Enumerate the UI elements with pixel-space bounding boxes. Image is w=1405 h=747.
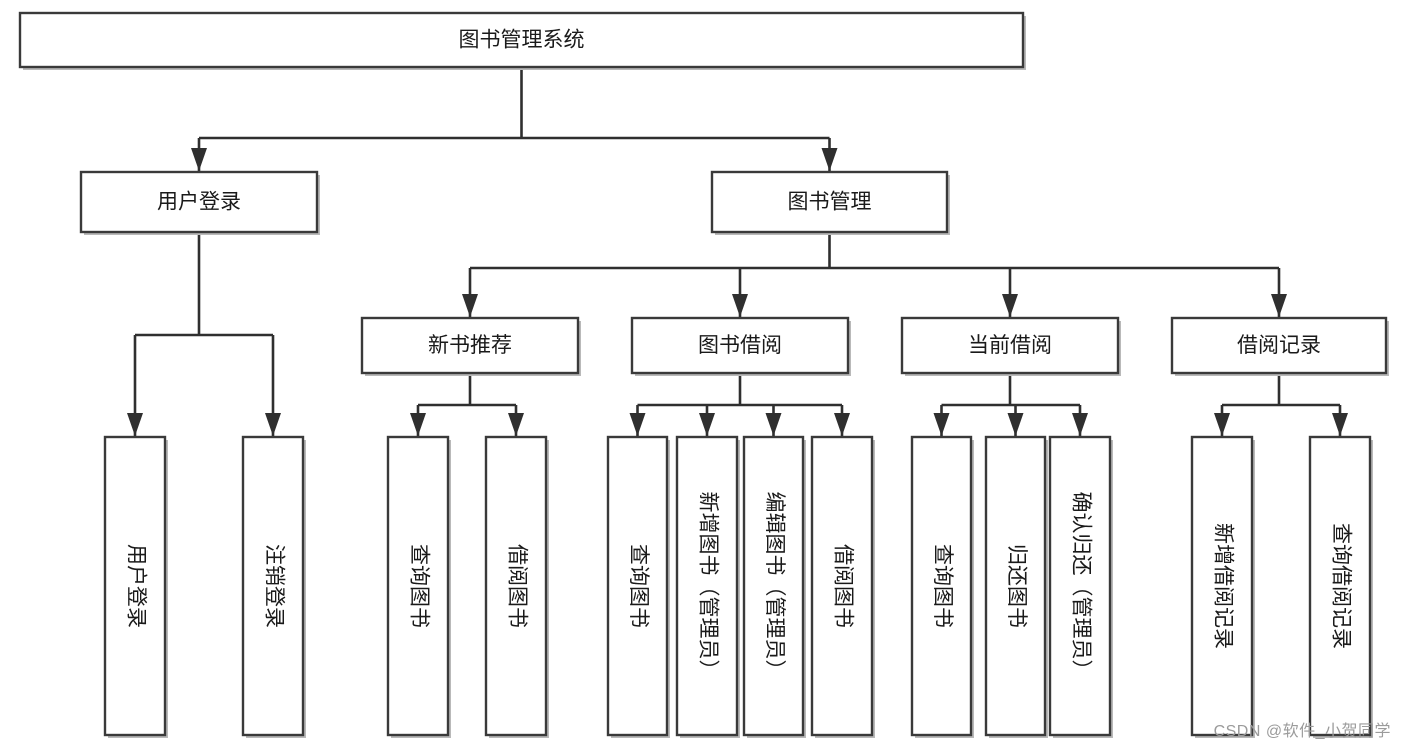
arrow-head-icon bbox=[1072, 413, 1088, 436]
arrow-head-icon bbox=[508, 413, 524, 436]
node-leaf-borrow-book-1[interactable]: 借阅图书 bbox=[484, 435, 549, 738]
arrow-head-icon bbox=[1007, 413, 1024, 436]
node-label: 借阅记录 bbox=[1237, 334, 1321, 357]
node-label: 查询图书 bbox=[627, 544, 650, 628]
node-boxes: 图书管理系统用户登录图书管理新书推荐图书借阅当前借阅借阅记录用户登录注销登录查询… bbox=[18, 11, 1389, 738]
arrow-head-icon bbox=[629, 413, 646, 436]
node-label: 借阅图书 bbox=[831, 544, 854, 628]
node-label: 用户登录 bbox=[124, 544, 147, 628]
node-label: 编辑图书（管理员） bbox=[763, 492, 786, 681]
node-leaf-return-book[interactable]: 归还图书 bbox=[984, 435, 1048, 738]
arrow-head-icon bbox=[410, 413, 426, 436]
arrow-head-icon bbox=[1214, 413, 1230, 436]
node-label: 确认归还（管理员） bbox=[1069, 492, 1092, 681]
node-label: 借阅图书 bbox=[505, 544, 528, 628]
node-label: 新增借阅记录 bbox=[1211, 523, 1234, 649]
node-book-borrow[interactable]: 图书借阅 bbox=[630, 316, 851, 376]
arrow-head-icon bbox=[834, 413, 850, 436]
arrow-head-icon bbox=[191, 148, 207, 171]
node-book-manage[interactable]: 图书管理 bbox=[710, 170, 950, 235]
node-root-root[interactable]: 图书管理系统 bbox=[18, 11, 1026, 70]
node-new-book-rec[interactable]: 新书推荐 bbox=[360, 316, 581, 376]
arrow-head-icon bbox=[933, 413, 950, 436]
arrow-head-icon bbox=[265, 413, 281, 436]
node-leaf-query-book-3[interactable]: 查询图书 bbox=[910, 435, 974, 738]
arrow-head-icon bbox=[821, 148, 838, 171]
node-leaf-edit-book[interactable]: 编辑图书（管理员） bbox=[742, 435, 806, 738]
node-label: 新书推荐 bbox=[428, 334, 512, 357]
node-current-borrow[interactable]: 当前借阅 bbox=[900, 316, 1121, 376]
node-label: 注销登录 bbox=[262, 544, 285, 628]
node-label: 图书管理系统 bbox=[459, 29, 585, 52]
arrow-head-icon bbox=[1271, 294, 1287, 317]
node-label: 图书借阅 bbox=[698, 334, 782, 357]
node-leaf-borrow-book-2[interactable]: 借阅图书 bbox=[810, 435, 875, 738]
connector-lines bbox=[127, 67, 1348, 436]
node-label: 查询图书 bbox=[931, 544, 954, 628]
arrow-head-icon bbox=[765, 413, 782, 436]
node-leaf-add-record[interactable]: 新增借阅记录 bbox=[1190, 435, 1255, 738]
arrow-head-icon bbox=[462, 294, 478, 317]
arrow-head-icon bbox=[1002, 294, 1018, 317]
node-leaf-query-book-1[interactable]: 查询图书 bbox=[386, 435, 451, 738]
node-leaf-user-logout[interactable]: 注销登录 bbox=[241, 435, 306, 738]
node-label: 图书管理 bbox=[788, 191, 872, 214]
arrow-head-icon bbox=[127, 413, 143, 436]
node-leaf-query-book-2[interactable]: 查询图书 bbox=[606, 435, 670, 738]
node-label: 用户登录 bbox=[157, 191, 241, 214]
arrow-head-icon bbox=[699, 413, 715, 436]
node-user-login[interactable]: 用户登录 bbox=[79, 170, 320, 235]
node-label: 查询图书 bbox=[407, 544, 430, 628]
node-leaf-confirm-return[interactable]: 确认归还（管理员） bbox=[1048, 435, 1113, 738]
node-leaf-query-record[interactable]: 查询借阅记录 bbox=[1308, 435, 1373, 738]
node-label: 归还图书 bbox=[1005, 544, 1028, 628]
arrow-head-icon bbox=[1332, 413, 1348, 436]
node-leaf-user-login[interactable]: 用户登录 bbox=[103, 435, 168, 738]
node-label: 新增图书（管理员） bbox=[696, 492, 719, 681]
node-borrow-record[interactable]: 借阅记录 bbox=[1170, 316, 1389, 376]
node-label: 当前借阅 bbox=[968, 334, 1052, 357]
node-label: 查询借阅记录 bbox=[1329, 523, 1352, 649]
arrow-head-icon bbox=[732, 294, 748, 317]
node-leaf-add-book[interactable]: 新增图书（管理员） bbox=[675, 435, 740, 738]
